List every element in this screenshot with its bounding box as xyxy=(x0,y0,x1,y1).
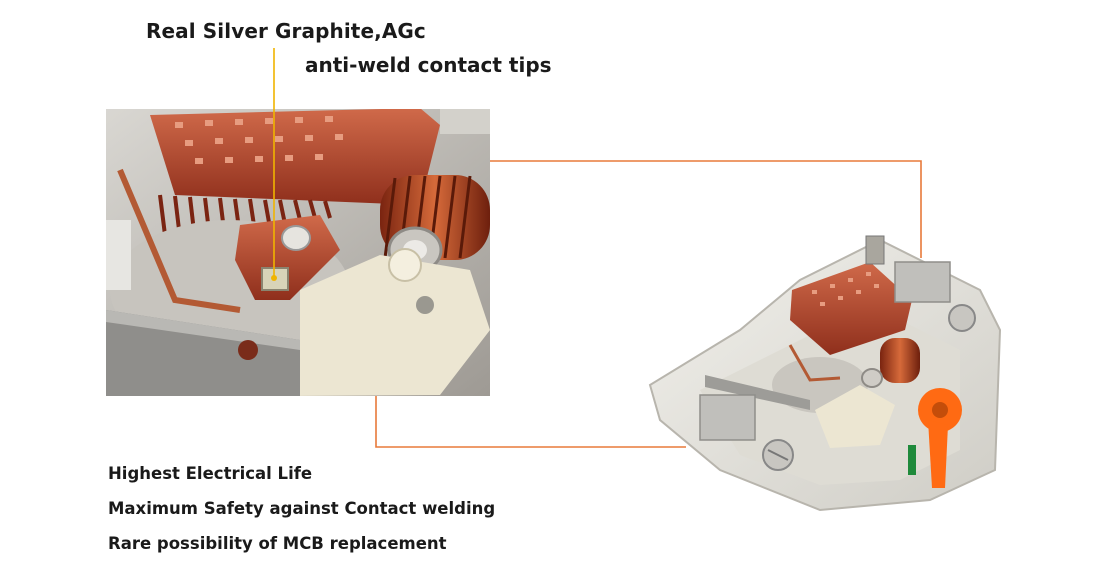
connector-line-top xyxy=(490,160,922,258)
mcb-product xyxy=(648,235,1002,512)
feature-item: Highest Electrical Life xyxy=(108,464,313,483)
callout-title-line2: anti-weld contact tips xyxy=(305,53,552,77)
feature-item: Rare possibility of MCB replacement xyxy=(108,534,447,553)
connector-line-bottom xyxy=(375,396,686,448)
leader-dot xyxy=(271,275,277,281)
callout-title-line1: Real Silver Graphite,AGc xyxy=(146,19,426,43)
feature-list: Highest Electrical Life Maximum Safety a… xyxy=(108,463,495,568)
feature-item: Maximum Safety against Contact welding xyxy=(108,499,496,518)
closeup-photo xyxy=(106,109,490,396)
